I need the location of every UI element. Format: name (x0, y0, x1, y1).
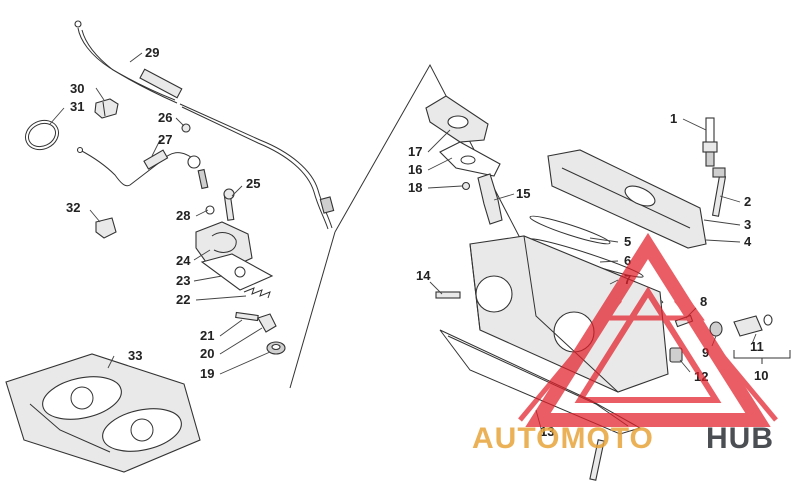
watermark-word-1: AUTOMOTO (472, 422, 654, 455)
assembly-bracket (733, 350, 791, 364)
callout-10: 10 (754, 368, 768, 383)
seal (266, 341, 286, 355)
callout-4: 4 (744, 234, 752, 249)
callout-31: 31 (70, 99, 84, 114)
callout-27: 27 (158, 132, 172, 147)
flange-gasket (439, 141, 501, 177)
callout-30: 30 (70, 81, 84, 96)
bracket (95, 217, 117, 239)
callout-21: 21 (200, 328, 214, 343)
callout-1: 1 (670, 111, 677, 126)
callout-14: 14 (416, 268, 431, 283)
callout-11: 11 (750, 339, 764, 354)
cable-clip (94, 98, 119, 119)
callout-23: 23 (176, 273, 190, 288)
retaining-ring (24, 119, 60, 151)
callout-17: 17 (408, 144, 422, 159)
head-bolt (589, 439, 605, 481)
callout-20: 20 (200, 346, 214, 361)
intake-flange (425, 95, 489, 143)
leader-lines (49, 52, 757, 433)
throttle-cable (74, 20, 335, 230)
watermark-logo (518, 232, 778, 427)
callout-8: 8 (700, 294, 707, 309)
callout-5: 5 (624, 234, 631, 249)
callout-2: 2 (744, 194, 751, 209)
temperature-sensor (733, 314, 773, 337)
gasket-kit (5, 353, 201, 473)
exhaust-stud (435, 291, 461, 299)
housing-gasket (200, 253, 274, 291)
watermark-text: AUTOMOTO HUB (472, 422, 774, 455)
o-ring (205, 205, 215, 215)
cover-bolt (711, 167, 727, 217)
callout-26: 26 (158, 110, 172, 125)
return-spring (243, 287, 271, 299)
section-divider (289, 63, 521, 389)
spark-plug (702, 117, 718, 167)
callout-25: 25 (246, 176, 260, 191)
cylinder-head (469, 235, 669, 393)
callout-32: 32 (66, 200, 80, 215)
mounting-bolt (223, 188, 235, 221)
callout-6: 6 (624, 253, 631, 268)
callout-28: 28 (176, 208, 190, 223)
callout-3: 3 (744, 217, 751, 232)
callout-33: 33 (128, 348, 142, 363)
callout-15: 15 (516, 186, 530, 201)
watermark-word-2: HUB (706, 422, 774, 455)
callout-16: 16 (408, 162, 422, 177)
plug-nut (669, 347, 683, 363)
callout-18: 18 (408, 180, 422, 195)
callout-9: 9 (702, 345, 709, 360)
callout-22: 22 (176, 292, 190, 307)
callout-29: 29 (145, 45, 159, 60)
lever-screw (235, 311, 277, 333)
callout-24: 24 (176, 253, 191, 268)
callout-19: 19 (200, 366, 214, 381)
callout-13: 13 (540, 424, 554, 439)
valve-cover (547, 149, 707, 249)
intake-manifold (477, 173, 503, 225)
choke-cable (76, 146, 209, 190)
stud (461, 181, 471, 191)
